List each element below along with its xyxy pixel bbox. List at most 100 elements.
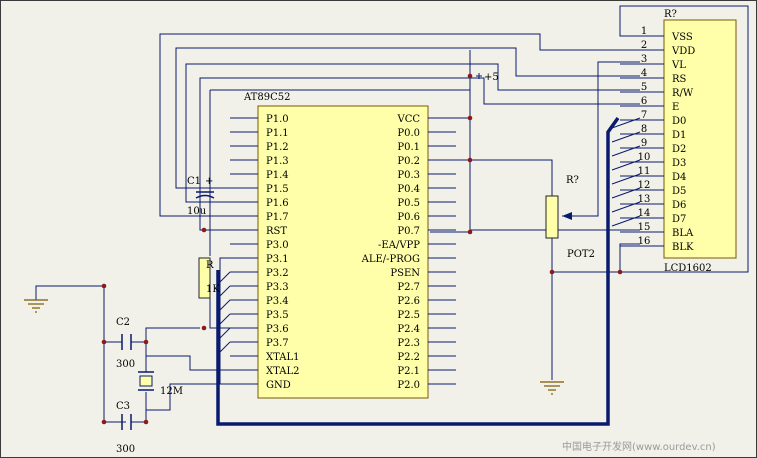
crystal-value: 12M [160, 386, 183, 397]
lcd-pin-name: D1 [672, 130, 686, 141]
c2-ref: C2 [116, 317, 130, 328]
mcu-right-pin-label: P2.7 [397, 282, 420, 293]
mcu-right-pin-label: P2.6 [397, 296, 420, 307]
lcd-pin-number: 4 [641, 68, 647, 79]
mcu-right-pin-label: P2.1 [397, 366, 420, 377]
ground-pot [540, 381, 564, 395]
mcu-right-pin-label: VCC [396, 114, 420, 125]
lcd-pin-name: D6 [672, 200, 686, 211]
c3-value: 300 [116, 444, 135, 455]
wire-blk [619, 243, 640, 272]
crystal-body [139, 375, 153, 387]
r1-body [198, 257, 211, 299]
wire-p31-bus [219, 257, 230, 384]
potentiometer: R? POT2 [545, 175, 595, 260]
wire-plus5 [210, 76, 471, 91]
mcu-left-pin-label: P3.4 [266, 296, 289, 307]
lcd-pin-number: 3 [641, 54, 647, 65]
mcu-right-pin-label: P0.7 [397, 226, 420, 237]
pot-wiper-arrow [562, 212, 572, 220]
mcu-left-pin-label: P1.2 [266, 142, 289, 153]
watermark: 中国电子开发网(www.ourdev.cn) [562, 440, 716, 453]
mcu-left-pin-label: XTAL1 [266, 352, 299, 363]
wires [35, 5, 749, 423]
lcd-pin-name: D0 [672, 116, 686, 127]
lcd-pin-name: E [672, 102, 679, 113]
lcd-pin-name: D3 [672, 158, 686, 169]
mcu-left-pin-label: P1.7 [266, 212, 289, 223]
lcd-pin-number: 5 [641, 82, 647, 93]
lcd-pins: 1VSS2VDD3VL4RS5R/W6E7D08D19D210D311D412D… [620, 26, 695, 253]
lcd-pin-name: D2 [672, 144, 686, 155]
lcd-pin-number: 9 [641, 138, 647, 149]
mcu-left-pin-label: P3.2 [266, 268, 289, 279]
mcu-right-pin-label: ALE/-PROG [361, 254, 420, 265]
mcu-left-pins: P1.0P1.1P1.2P1.3P1.4P1.5P1.6P1.7RSTP3.0P… [230, 114, 299, 391]
lcd1602: R? 1VSS2VDD3VL4RS5R/W6E7D08D19D210D311D4… [620, 9, 737, 274]
mcu-left-pin-label: P1.5 [266, 184, 289, 195]
mcu-right-pin-label: P2.2 [397, 352, 420, 363]
c1-curve [195, 194, 215, 199]
lcd-pin-number: 14 [638, 208, 651, 219]
lcd-pin-name: VSS [671, 32, 693, 43]
mcu-right-pin-label: P0.1 [397, 142, 420, 153]
c3-ref: C3 [116, 401, 130, 412]
mcu-right-pin-label: P2.3 [397, 338, 420, 349]
wire-vdd-rail [159, 33, 640, 217]
lcd-pin-name: D7 [672, 214, 686, 225]
mcu-left-pin-label: P3.3 [266, 282, 289, 293]
lcd-pin-number: 11 [638, 166, 651, 177]
data-bus [216, 116, 620, 426]
lcd-pin-number: 15 [638, 222, 651, 233]
mcu-right-pin-label: -EA/VPP [378, 240, 420, 251]
r1-ref: R [206, 260, 214, 271]
mcu-right-pin-label: P0.3 [397, 170, 420, 181]
mcu-right-pin-label: P0.6 [397, 212, 420, 223]
lcd-pin-name: RS [672, 74, 687, 85]
mcu-at89c52: AT89C52 P1.0P1.1P1.2P1.3P1.4P1.5P1.6P1.7… [230, 92, 456, 399]
pot-body [545, 195, 559, 239]
wire-rs [175, 47, 640, 189]
mcu-left-pin-label: P3.6 [266, 324, 289, 335]
mcu-body [257, 105, 429, 399]
lcd-pin-number: 7 [641, 110, 647, 121]
mcu-right-pins: VCCP0.0P0.1P0.2P0.3P0.4P0.5P0.6P0.7-EA/V… [361, 114, 456, 391]
wire-xtal1 [146, 355, 230, 371]
mcu-right-pin-label: P0.2 [397, 156, 420, 167]
mcu-left-pin-label: P1.3 [266, 156, 289, 167]
resistor-r1: R 1K [198, 257, 220, 299]
lcd-pin-number: 6 [641, 96, 647, 107]
mcu-left-pin-label: P3.5 [266, 310, 289, 321]
c1-plus: + [205, 176, 213, 187]
mcu-right-pin-label: P0.4 [397, 184, 420, 195]
mcu-left-pin-label: P1.0 [266, 114, 289, 125]
c1-ref: C1 [187, 176, 201, 187]
c1-value: 10u [187, 206, 207, 217]
wire-c2-right [138, 327, 200, 343]
lcd-pin-name: BLK [672, 242, 694, 253]
lcd-pin-name: VDD [671, 46, 695, 57]
wire-xtal2 [146, 383, 230, 411]
mcu-right-pin-label: P0.0 [397, 128, 420, 139]
mcu-left-pin-label: GND [266, 380, 291, 391]
supply-label: +5 [484, 72, 499, 83]
mcu-right-pin-label: PSEN [390, 268, 420, 279]
lcd-pin-number: 2 [641, 40, 647, 51]
wire-pot-top [430, 159, 553, 196]
lcd-pin-name: BLA [672, 228, 694, 239]
wire-xtal-bottom [138, 392, 147, 423]
mcu-left-pin-label: P1.1 [266, 128, 289, 139]
mcu-left-pin-label: XTAL2 [266, 366, 299, 377]
mcu-left-pin-label: RST [266, 226, 287, 237]
lcd-name: LCD1602 [664, 263, 712, 274]
pot-ref: R? [566, 175, 579, 186]
lcd-pin-number: 16 [638, 236, 651, 247]
mcu-left-pin-label: P3.1 [266, 254, 289, 265]
lcd-pin-number: 12 [638, 180, 651, 191]
mcu-ref: AT89C52 [243, 92, 290, 103]
wire-gnd-left [35, 285, 126, 423]
r1-value: 1K [206, 284, 220, 295]
mcu-left-pin-label: P3.0 [266, 240, 289, 251]
lcd-ref: R? [664, 9, 677, 20]
capacitor-c2: C2 300 [116, 317, 138, 370]
